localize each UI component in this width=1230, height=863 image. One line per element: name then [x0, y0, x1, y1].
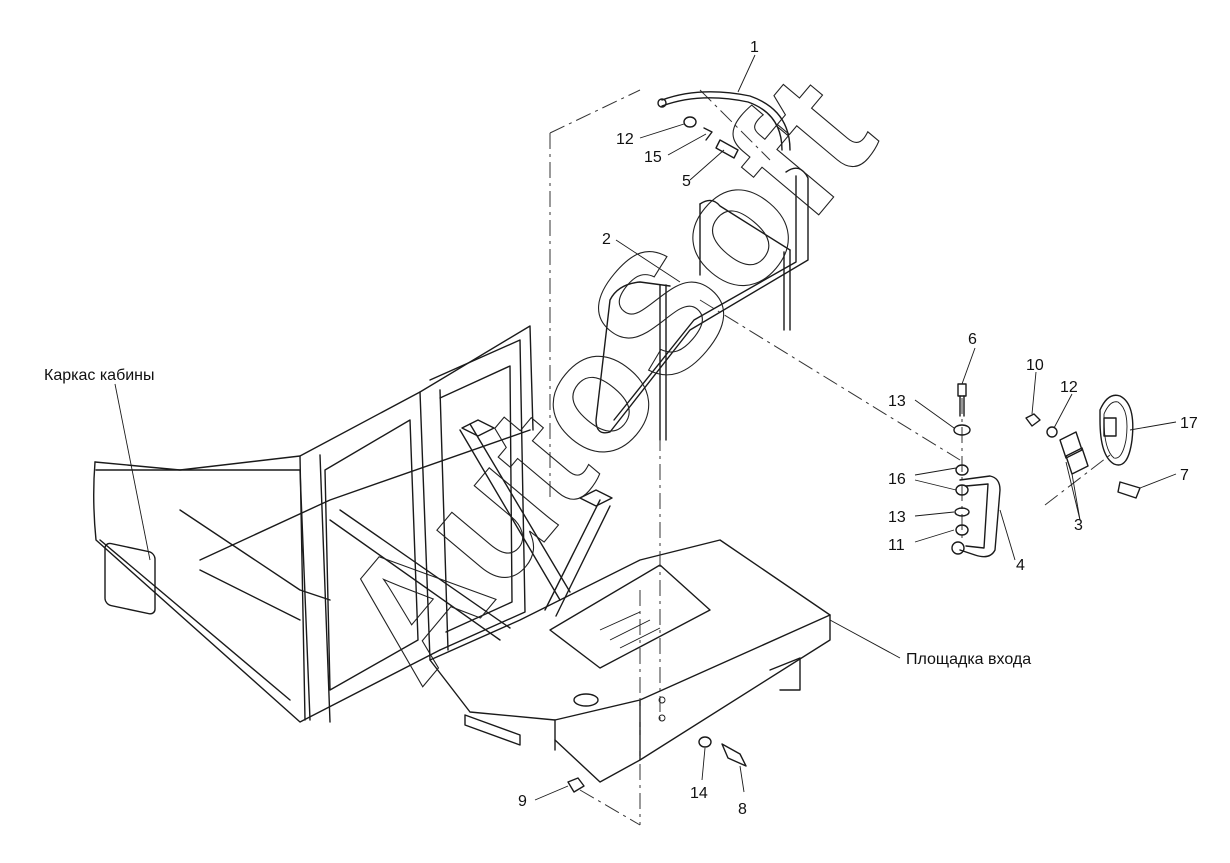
callout-4: 4: [1016, 557, 1025, 574]
callout-11: 11: [888, 537, 905, 554]
assembly-center-lines: [549, 89, 1111, 826]
cabin-frame: [93, 325, 613, 723]
callout-17: 17: [1180, 415, 1198, 432]
callout-6: 6: [968, 331, 977, 348]
callout-16: 16: [888, 471, 906, 488]
label-entry-platform: Площадка входа: [906, 651, 1031, 668]
callout-5: 5: [682, 173, 691, 190]
part-17-mirror: [1099, 394, 1134, 466]
callout-10: 10: [1026, 357, 1044, 374]
callout-12-right: 12: [1060, 379, 1078, 396]
watermark: AutoSoft: [303, 42, 910, 714]
callout-3: 3: [1074, 517, 1083, 534]
callout-14: 14: [690, 785, 708, 802]
callout-13-bottom: 13: [888, 509, 906, 526]
callout-15: 15: [644, 149, 662, 166]
leader-lines: [114, 54, 1177, 801]
callout-13-top: 13: [888, 393, 906, 410]
callout-numbers: 1 12 15 5 2 6 13 16 13 11 10 12 17 7 3 4…: [518, 39, 1198, 818]
part-4-mirror-arm: [951, 475, 1001, 558]
part-1-hose: [657, 91, 791, 151]
callout-2: 2: [602, 231, 611, 248]
callout-8: 8: [738, 801, 747, 818]
callout-1: 1: [750, 39, 759, 56]
part-2-handrail: [595, 167, 809, 441]
hardware: [567, 116, 1141, 793]
label-cabin-frame: Каркас кабины: [44, 367, 155, 384]
callout-12-top: 12: [616, 131, 634, 148]
callout-7: 7: [1180, 467, 1189, 484]
callout-9: 9: [518, 793, 527, 810]
